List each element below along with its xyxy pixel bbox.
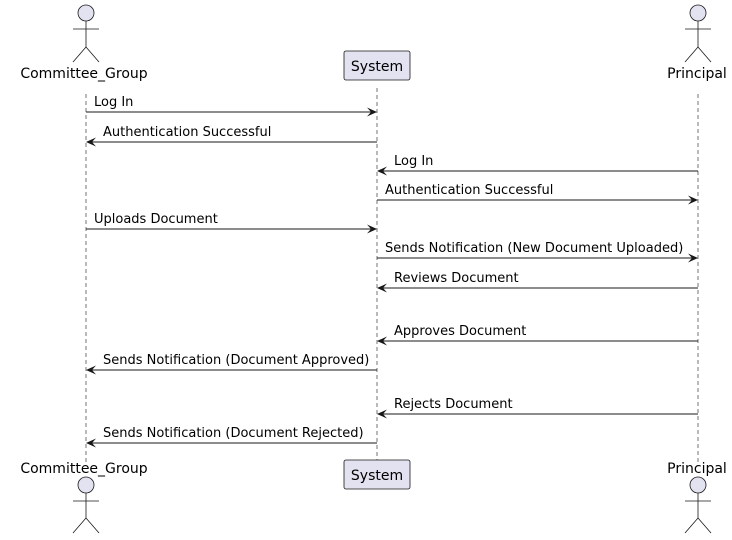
- message-11: Sends Notification (Document Rejected): [86, 426, 377, 448]
- message-label: Sends Notification (Document Rejected): [103, 426, 364, 441]
- arrow-head-icon: [367, 224, 377, 234]
- participant-label-principal-top: Principal: [667, 66, 727, 82]
- message-label: Uploads Document: [94, 212, 218, 227]
- participant-box: [343, 459, 411, 490]
- message-8: Approves Document: [377, 324, 698, 346]
- actor-head-icon: [77, 4, 95, 22]
- message-label: Log In: [394, 154, 433, 169]
- arrow-head-icon: [688, 195, 698, 205]
- message-label: Authentication Successful: [103, 125, 271, 140]
- participant-system-top: System: [343, 50, 411, 81]
- message-label: Sends Notification (New Document Uploade…: [385, 241, 683, 256]
- arrow-head-icon: [377, 336, 387, 346]
- actor-head-icon: [689, 476, 707, 494]
- actor-committee-bottom: Committee_Group: [20, 461, 148, 534]
- arrow-head-icon: [377, 166, 387, 176]
- arrow-head-icon: [86, 438, 96, 448]
- participant-label-system-bottom: System: [351, 468, 403, 484]
- actor-committee-top: Committee_Group: [20, 4, 148, 82]
- message-label: Reviews Document: [394, 271, 519, 286]
- actor-head-icon: [77, 476, 95, 494]
- message-6: Sends Notification (New Document Uploade…: [377, 241, 698, 263]
- message-10: Rejects Document: [377, 397, 698, 419]
- participant-system-bottom: System: [343, 459, 411, 490]
- message-1: Log In: [86, 95, 377, 117]
- message-label: Sends Notification (Document Approved): [103, 353, 369, 368]
- actor-principal-top: Principal: [667, 4, 727, 82]
- message-2: Authentication Successful: [86, 125, 377, 147]
- message-label: Rejects Document: [394, 397, 513, 412]
- message-label: Approves Document: [394, 324, 526, 339]
- message-7: Reviews Document: [377, 271, 698, 293]
- message-3: Log In: [377, 154, 698, 176]
- participant-label-committee-top: Committee_Group: [20, 66, 147, 82]
- arrow-head-icon: [688, 253, 698, 263]
- arrow-head-icon: [367, 107, 377, 117]
- participant-label-system-top: System: [351, 59, 403, 75]
- arrow-head-icon: [86, 137, 96, 147]
- participant-label-committee-bottom: Committee_Group: [20, 461, 147, 477]
- message-label: Log In: [94, 95, 133, 110]
- actor-principal-bottom: Principal: [667, 461, 727, 534]
- message-4: Authentication Successful: [377, 183, 698, 205]
- actor-head-icon: [689, 4, 707, 22]
- participant-label-principal-bottom: Principal: [667, 461, 727, 477]
- participant-box: [343, 50, 411, 81]
- arrow-head-icon: [86, 365, 96, 375]
- message-9: Sends Notification (Document Approved): [86, 353, 377, 375]
- message-label: Authentication Successful: [385, 183, 553, 198]
- arrow-head-icon: [377, 283, 387, 293]
- message-5: Uploads Document: [86, 212, 377, 234]
- arrow-head-icon: [377, 409, 387, 419]
